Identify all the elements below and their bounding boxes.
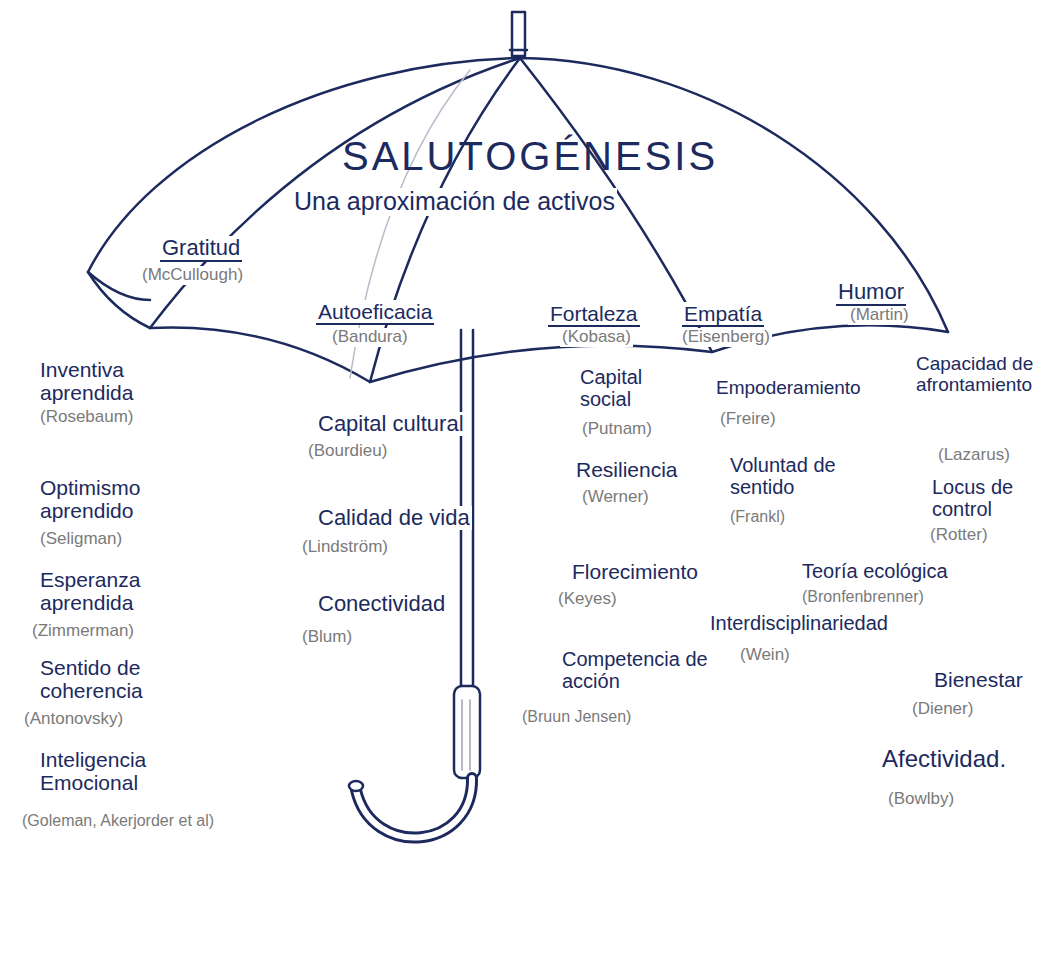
author-name: (Seligman) — [38, 530, 124, 549]
author-name: (Eisenberg) — [680, 328, 772, 347]
canopy-term: Humor — [836, 280, 906, 306]
author-name: (Blum) — [300, 628, 354, 647]
concept-term: Locus de control — [930, 476, 1046, 520]
author-name: (McCullough) — [140, 266, 245, 285]
concept-term: Conectividad — [316, 592, 447, 616]
concept-term: Calidad de vida — [316, 506, 472, 530]
concept-term: Voluntad de sentido — [728, 454, 862, 498]
author-name: (Diener) — [910, 700, 975, 719]
concept-term: Inteligencia Emocional — [38, 748, 182, 794]
author-name: (Goleman, Akerjorder et al) — [20, 812, 216, 830]
canopy-term: Gratitud — [160, 236, 242, 262]
concept-term: Teoría ecológica — [800, 560, 950, 582]
concept-term: Esperanza aprendida — [38, 568, 182, 614]
author-name: (Rosebaum) — [38, 408, 136, 427]
author-name: (Antonovsky) — [22, 710, 125, 729]
concept-term: Capacidad de afrontamiento — [914, 354, 1050, 396]
author-name: (Bowlby) — [886, 790, 956, 809]
author-name: (Frankl) — [728, 508, 787, 526]
author-name: (Rotter) — [928, 526, 990, 545]
author-name: (Wein) — [738, 646, 792, 665]
author-name: (Kobasa) — [560, 328, 633, 347]
author-name: (Bronfenbrenner) — [800, 588, 926, 606]
umbrella-title: SALUTOGÉNESIS — [340, 134, 720, 178]
author-name: (Putnam) — [580, 420, 654, 439]
author-name: (Werner) — [580, 488, 651, 507]
concept-term: Bienestar — [932, 668, 1025, 691]
author-name: (Bruun Jensen) — [520, 708, 633, 726]
concept-term: Afectividad. — [880, 746, 1008, 772]
author-name: (Freire) — [718, 410, 778, 429]
concept-term: Sentido de coherencia — [38, 656, 182, 702]
canopy-term: Empatía — [682, 302, 764, 327]
concept-term: Florecimiento — [570, 560, 700, 583]
author-name: (Martin) — [848, 306, 911, 325]
umbrella-subtitle: Una aproximación de activos — [292, 188, 617, 216]
concept-term: Optimismo aprendido — [38, 476, 182, 522]
author-name: (Lindström) — [300, 538, 390, 557]
concept-term: Resiliencia — [574, 458, 680, 481]
author-name: (Bourdieu) — [306, 442, 389, 461]
concept-term: Capital social — [578, 366, 672, 410]
concept-term: Interdisciplinariedad — [708, 612, 890, 634]
author-name: (Lazarus) — [936, 446, 1012, 465]
author-name: (Zimmerman) — [30, 622, 136, 641]
concept-term: Inventiva aprendida — [38, 358, 172, 404]
concept-term: Empoderamiento — [714, 378, 863, 399]
canopy-term: Autoeficacia — [316, 300, 434, 325]
canopy-term: Fortaleza — [548, 302, 640, 327]
author-name: (Bandura) — [330, 328, 410, 347]
concept-term: Competencia de acción — [560, 648, 714, 692]
author-name: (Keyes) — [556, 590, 619, 609]
concept-term: Capital cultural — [316, 412, 466, 436]
